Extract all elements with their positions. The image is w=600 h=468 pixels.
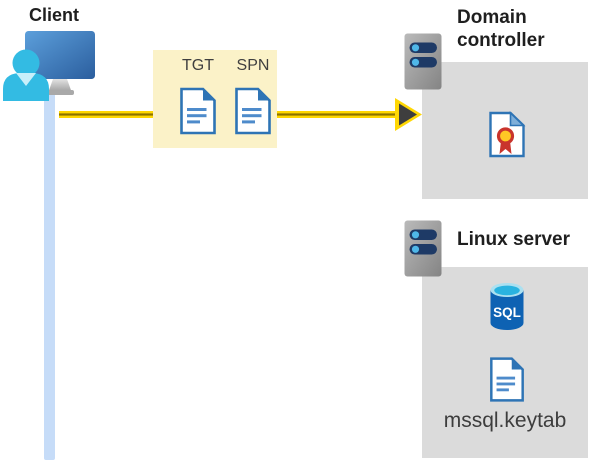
user-icon xyxy=(3,49,49,101)
linux-server-icon xyxy=(404,220,442,277)
domain-controller-server-icon xyxy=(404,33,442,90)
tgt-document-icon xyxy=(180,87,216,135)
monitor-icon xyxy=(25,31,95,79)
sql-database-icon: SQL xyxy=(490,283,524,330)
linux-server-title: Linux server xyxy=(457,229,570,250)
client-computer-icon xyxy=(3,31,95,101)
keytab-filename: mssql.keytab xyxy=(443,409,567,432)
spn-document-icon xyxy=(235,87,271,135)
client-timeline-line xyxy=(44,92,55,460)
client-title: Client xyxy=(28,5,79,25)
tgt-label: TGT xyxy=(182,57,214,74)
spn-label: SPN xyxy=(236,57,270,74)
domain-controller-title: Domain controller xyxy=(457,7,545,51)
keytab-document-icon xyxy=(490,357,524,402)
certificate-icon xyxy=(489,111,526,158)
sql-label: SQL xyxy=(493,305,521,320)
